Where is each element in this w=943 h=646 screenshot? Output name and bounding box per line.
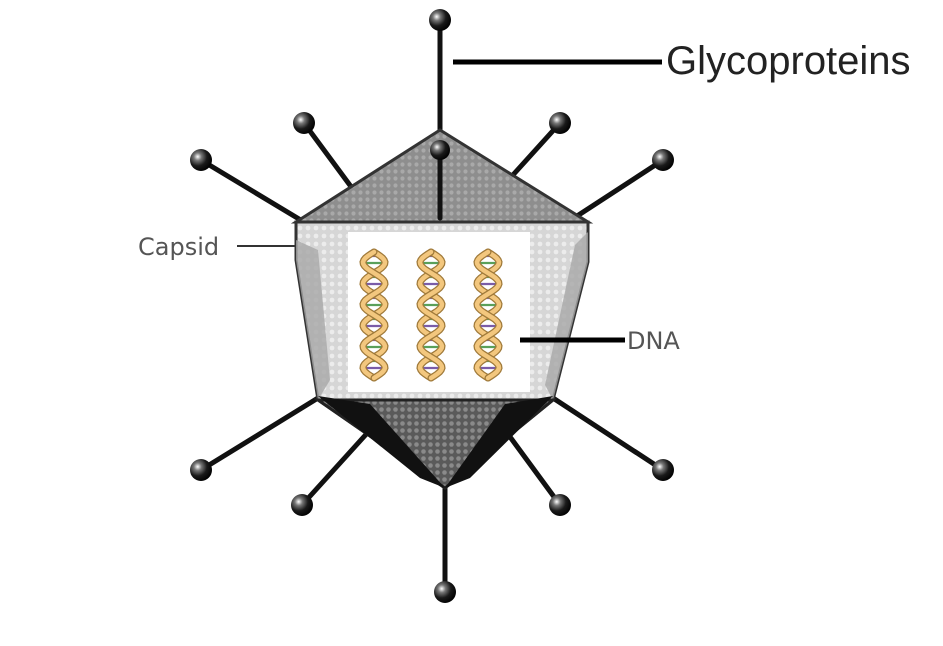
capsid-right-shade: [545, 232, 588, 400]
dna-helix-icon: [359, 248, 389, 382]
sphere-icon: [429, 9, 451, 31]
spike-lower-left-1: [198, 395, 321, 473]
spike-upper-right-1: [509, 120, 563, 179]
spike-upper-left-2: [198, 157, 307, 225]
sphere-icon: [549, 494, 571, 516]
sphere-icon: [293, 112, 315, 134]
sphere-icon: [434, 581, 456, 603]
dna-label: DNA: [627, 327, 680, 355]
sphere-icon: [652, 459, 674, 481]
spike-lower-right-2: [502, 427, 563, 508]
sphere-icon: [190, 459, 212, 481]
sphere-icon: [190, 149, 212, 171]
sphere-icon: [549, 112, 571, 134]
sphere-icon: [291, 494, 313, 516]
spike-lower-right-1: [550, 395, 666, 473]
dna-backbone: [417, 249, 445, 381]
spike-upper-left-1: [301, 120, 355, 191]
capsid-label: Capsid: [138, 233, 219, 261]
dna-helix-icon: [473, 248, 503, 382]
spike-heads: [190, 9, 674, 603]
dna-backbone: [474, 249, 502, 381]
dna-backbone: [360, 249, 388, 381]
dna-helices: [359, 248, 503, 382]
capsid-left-shade: [296, 240, 330, 400]
spike-lower-left-2: [299, 427, 373, 508]
dna-helix-icon: [416, 248, 446, 382]
sphere-icon: [652, 149, 674, 171]
spikes: [198, 17, 666, 595]
spike-upper-right-2: [571, 157, 666, 221]
glycoproteins-label: Glycoproteins: [666, 39, 911, 83]
sphere-icon: [430, 140, 450, 160]
capsid-bottom-right-edge: [445, 396, 553, 488]
capsid-bottom-left-edge: [318, 396, 445, 488]
